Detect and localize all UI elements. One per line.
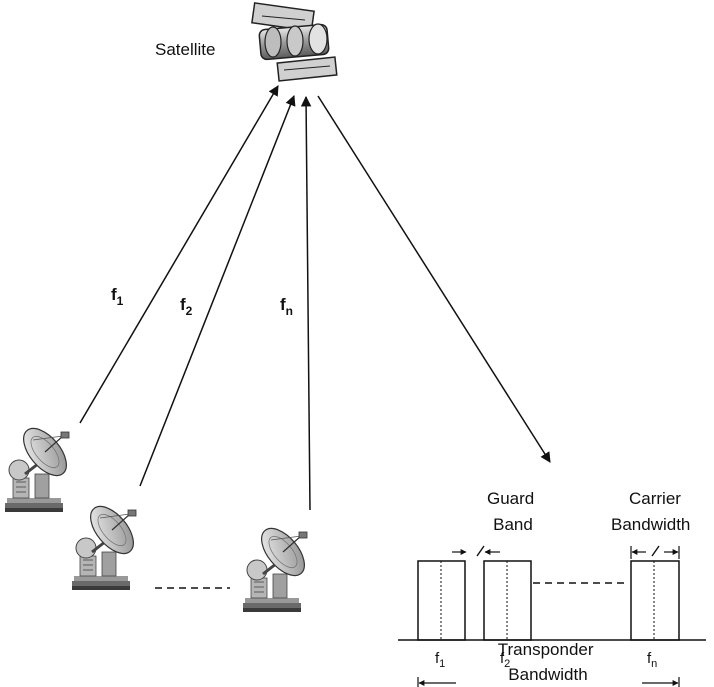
earth-station-icon-2 — [70, 497, 143, 592]
satellite-icon — [251, 2, 338, 82]
uplink-line-2 — [139, 95, 296, 487]
carrier-label-f1: f1 — [435, 650, 445, 670]
transponder-bandwidth-label: Transponder Bandwidth — [498, 640, 599, 684]
carrier-block-2 — [483, 560, 532, 641]
earth-station-icon-1 — [3, 419, 76, 514]
guard-band-label: Guard Band — [487, 489, 539, 534]
downlink-line — [317, 95, 551, 463]
uplink-line-n — [300, 95, 312, 511]
earth-station-icon-n — [241, 519, 314, 614]
carrier-label-fn: fn — [647, 650, 657, 670]
transponder-spectrum — [398, 545, 706, 687]
uplink-label-f1: f1 — [111, 285, 124, 308]
uplink-label-f2: f2 — [180, 295, 193, 318]
link-lines — [79, 85, 551, 511]
carrier-bandwidth-label: Carrier Bandwidth — [611, 489, 690, 534]
carrier-block-n — [630, 560, 680, 641]
uplink-label-fn: fn — [280, 295, 293, 318]
carrier-block-1 — [417, 560, 466, 641]
satellite-label: Satellite — [155, 40, 215, 59]
uplink-line-1 — [79, 85, 279, 424]
carrier-label-f2: f2 — [500, 650, 510, 670]
